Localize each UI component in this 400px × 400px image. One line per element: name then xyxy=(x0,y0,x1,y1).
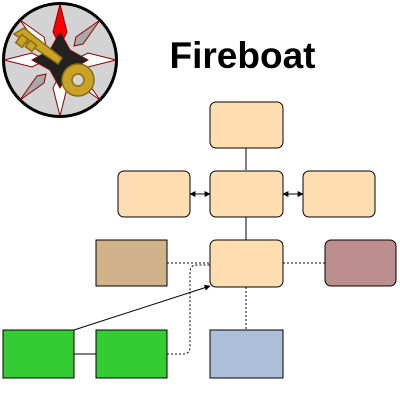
node-green-right xyxy=(95,329,168,379)
node-low-right xyxy=(324,239,397,287)
node-top xyxy=(209,101,284,149)
logo-key xyxy=(12,27,95,97)
node-mid-center xyxy=(209,170,284,218)
node-mid-left xyxy=(117,170,191,218)
edge-green-left-to-low-center xyxy=(73,284,211,331)
node-low-center xyxy=(209,239,284,288)
diagram-nodes xyxy=(2,101,397,379)
page-title: Fireboat xyxy=(169,35,316,76)
node-low-left xyxy=(95,239,168,287)
node-mid-right xyxy=(302,170,376,218)
diagram-edges xyxy=(73,148,325,355)
edge-green-right-to-low-center xyxy=(167,264,210,355)
compass-star-key-icon xyxy=(2,2,118,118)
node-green-left xyxy=(2,329,75,379)
node-blue xyxy=(209,329,284,379)
